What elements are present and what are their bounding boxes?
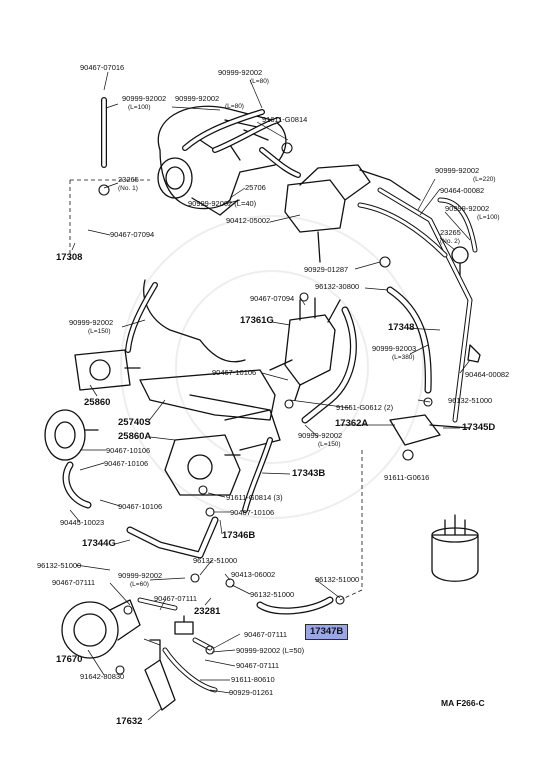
label-23265-no1-sub: (No. 1) <box>118 185 138 192</box>
label-17346b: 17346B <box>222 530 256 541</box>
label-90999-92002-b-length: (L=80) <box>225 103 244 110</box>
label-90467-10106-b: 90467-10106 <box>106 446 151 455</box>
label-90467-10106-a: 90467-10106 <box>212 368 257 377</box>
label-90467-07094-a: 90467-07094 <box>110 230 155 239</box>
label-96132-51000-c: 96132-51000 <box>37 561 82 570</box>
label-90467-10106-d: 90467-10106 <box>118 502 163 511</box>
label-17670: 17670 <box>56 654 83 665</box>
label-96132-30800: 96132-30800 <box>315 282 360 291</box>
label-25740s: 25740S <box>118 417 151 428</box>
label-90467-10106-e: 90467-10106 <box>230 508 275 517</box>
diagram-code: MA F266-C <box>441 698 485 708</box>
label-96132-51000-d: 96132-51000 <box>315 575 360 584</box>
sensor-23281-drawing <box>174 615 194 635</box>
label-90464-00082-b: 90464-00082 <box>465 370 510 379</box>
label-90999-92002-l50: 90999-92002 (L=50) <box>236 646 305 655</box>
label-90999-92002-l100-length: (L=100) <box>477 214 500 221</box>
label-96132-51000-e: 96132-51000 <box>250 590 295 599</box>
label-90999-92002-l100: 90999-92002 <box>445 204 490 213</box>
label-17348: 17348 <box>388 322 415 333</box>
label-23265-no2-sub: (No. 2) <box>440 238 460 245</box>
actuator-25860-drawing <box>74 349 141 391</box>
label-90467-07111-b: 90467-07111 <box>154 594 198 603</box>
label-91651-g0612: 91651-G0612 (2) <box>336 403 394 412</box>
label-90999-92002-top: 90999-92002 <box>218 68 263 77</box>
label-90467-10106-c: 90467-10106 <box>104 459 149 468</box>
label-90467-07016: 90467-07016 <box>80 63 125 72</box>
turbo-housing-drawing <box>61 599 141 659</box>
label-25860a: 25860A <box>118 431 152 442</box>
label-96132-51000-b: 96132-51000 <box>193 556 238 565</box>
label-23265-no2: 23265 <box>440 228 461 237</box>
vacuum-pipe-assembly-drawing <box>269 297 341 401</box>
label-90999-92002-a: 90999-92002 <box>122 94 167 103</box>
label-90445-10023: 90445-10023 <box>60 518 105 527</box>
label-23265-no1: 23265 <box>118 175 139 184</box>
bracket-17632-drawing <box>144 639 176 711</box>
label-90467-07111-c: 90467-07111 <box>244 630 288 639</box>
label-17343b: 17343B <box>292 468 326 479</box>
label-17632: 17632 <box>116 716 143 727</box>
label-90413-06002: 90413-06002 <box>231 570 276 579</box>
vacuum-canister-drawing <box>44 409 99 461</box>
label-90999-92002-l220: 90999-92002 <box>435 166 480 175</box>
label-91611-g0814-3: 91611-G0814 (3) <box>226 493 283 502</box>
label-90999-92002-l60-length: (L=60) <box>130 581 149 588</box>
label-90999-92002-a-length: (L=100) <box>128 104 151 111</box>
label-25706: 25706 <box>245 183 266 192</box>
label-90999-92002-l150-b-length: (L=150) <box>318 441 341 448</box>
label-90999-92002-l150-a-length: (L=150) <box>88 328 111 335</box>
label-90999-92002-b: 90999-92002 <box>175 94 220 103</box>
egr-valve-drawing <box>164 409 281 496</box>
watermark-ring-inner <box>175 270 369 464</box>
vacuum-switching-bracket-drawing <box>389 246 481 446</box>
label-96132-51000-a: 96132-51000 <box>448 396 493 405</box>
label-90467-07111-a: 90467-07111 <box>52 578 96 587</box>
label-17362a: 17362A <box>335 418 369 429</box>
label-91642-80830: 91642-80830 <box>80 672 125 681</box>
label-90999-92002-l40: 90999-92002 (L=40) <box>188 199 257 208</box>
highlighted-part-17347b[interactable]: 17347B <box>305 624 349 640</box>
label-90464-00082-a: 90464-00082 <box>440 186 485 195</box>
label-90929-01287: 90929-01287 <box>304 265 349 274</box>
label-90467-07111-d: 90467-07111 <box>236 661 280 670</box>
label-90467-07094-b: 90467-07094 <box>250 294 295 303</box>
label-17345d: 17345D <box>462 422 496 433</box>
inset-connector-drawing <box>431 514 479 582</box>
label-17308: 17308 <box>56 252 83 263</box>
label-90412-05002: 90412-05002 <box>226 216 271 225</box>
label-90999-92002-top-length: (L=80) <box>250 78 269 85</box>
label-90929-01261: 90929-01261 <box>229 688 274 697</box>
label-23281: 23281 <box>194 606 221 617</box>
label-91611-80610: 91611-80610 <box>231 675 275 684</box>
label-90999-92002-l220-length: (L=220) <box>473 176 496 183</box>
label-91611-g0814: 91611-G0814 <box>262 115 308 124</box>
label-91611-g0616: 91611-G0616 <box>384 473 430 482</box>
label-17344g: 17344G <box>82 538 116 549</box>
label-90999-92003-length: (L=380) <box>392 354 415 361</box>
label-90999-92002-l60: 90999-92002 <box>118 571 163 580</box>
vsv-assembly-drawing <box>284 164 421 263</box>
label-17361g: 17361G <box>240 315 274 326</box>
label-90999-92003: 90999-92003 <box>372 344 417 353</box>
label-25860: 25860 <box>84 397 111 408</box>
label-90999-92002-l150-b: 90999-92002 <box>298 431 343 440</box>
label-90999-92002-l150-a: 90999-92002 <box>69 318 114 327</box>
watermark-ring <box>120 215 424 519</box>
